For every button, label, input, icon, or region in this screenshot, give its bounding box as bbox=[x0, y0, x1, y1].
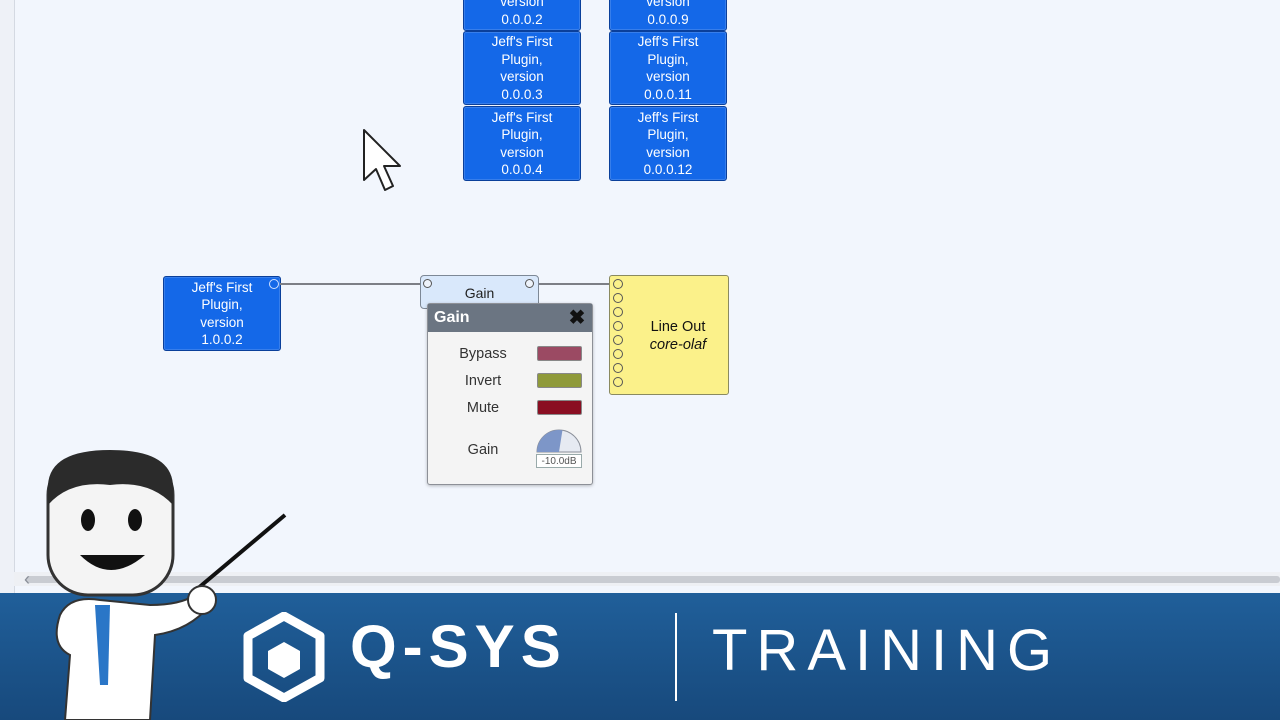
line-out-title: Line Out bbox=[650, 319, 706, 335]
plugin-label: Jeff's First Plugin, version 0.0.0.3 bbox=[491, 34, 553, 102]
output-pin[interactable] bbox=[525, 279, 534, 288]
left-rail bbox=[0, 0, 15, 593]
mute-label: Mute bbox=[466, 400, 500, 416]
wire[interactable] bbox=[534, 283, 618, 285]
plugin-block[interactable]: Jeff's First Plugin, version 0.0.0.12 bbox=[609, 106, 727, 181]
input-pin[interactable] bbox=[613, 363, 623, 373]
input-pin[interactable] bbox=[613, 307, 623, 317]
line-out-core-name: core-olaf bbox=[649, 337, 707, 353]
banner-section-title: TRAINING bbox=[712, 618, 1062, 683]
gain-label: Gain bbox=[467, 442, 499, 458]
plugin-label: Jeff's First Plugin, version 0.0.0.4 bbox=[491, 109, 553, 178]
mascot-illustration bbox=[46, 450, 287, 720]
source-plugin-block[interactable]: Jeff's First Plugin, version 1.0.0.2 bbox=[163, 276, 281, 351]
wire[interactable] bbox=[280, 283, 426, 285]
q-sys-logo-icon bbox=[243, 612, 325, 702]
plugin-block[interactable]: Jeff's First Plugin, version 0.0.0.3 bbox=[463, 31, 581, 105]
banner-divider bbox=[675, 613, 677, 701]
plugin-block[interactable]: version 0.0.0.2 bbox=[463, 0, 581, 31]
input-pin[interactable] bbox=[613, 349, 623, 359]
plugin-label: Jeff's First Plugin, version 1.0.0.2 bbox=[191, 279, 253, 348]
invert-button[interactable] bbox=[537, 373, 582, 388]
input-pin[interactable] bbox=[423, 279, 432, 288]
panel-title: Gain bbox=[434, 309, 470, 326]
invert-label: Invert bbox=[464, 373, 502, 389]
plugin-block[interactable]: version 0.0.0.9 bbox=[609, 0, 727, 31]
design-canvas[interactable]: version 0.0.0.2 Jeff's First Plugin, ver… bbox=[0, 0, 1280, 593]
gain-knob[interactable] bbox=[534, 426, 584, 472]
plugin-block[interactable]: Jeff's First Plugin, version 0.0.0.4 bbox=[463, 106, 581, 181]
bypass-button[interactable] bbox=[537, 346, 582, 361]
plugin-label: Jeff's First Plugin, version 0.0.0.12 bbox=[637, 109, 699, 178]
gain-block-label: Gain bbox=[464, 285, 495, 301]
plugin-label: version 0.0.0.9 bbox=[646, 0, 690, 27]
scrollbar-thumb[interactable] bbox=[26, 576, 1280, 583]
input-pin[interactable] bbox=[613, 335, 623, 345]
brand-name: Q-SYS bbox=[350, 613, 567, 680]
input-pin[interactable] bbox=[613, 279, 623, 289]
gain-value-readout: -10.0dB bbox=[536, 454, 582, 468]
output-pin[interactable] bbox=[269, 279, 279, 289]
mute-button[interactable] bbox=[537, 400, 582, 415]
close-icon[interactable]: ✖ bbox=[568, 307, 586, 329]
training-banner bbox=[0, 593, 1280, 720]
line-out-block[interactable]: Line Out core-olaf bbox=[609, 275, 729, 395]
plugin-label: version 0.0.0.2 bbox=[500, 0, 544, 27]
bypass-label: Bypass bbox=[459, 346, 507, 362]
input-pin[interactable] bbox=[613, 293, 623, 303]
arrow-cursor-icon bbox=[363, 129, 401, 191]
gain-control-panel: Gain ✖ Bypass Invert Mute Gain -10.0dB bbox=[427, 303, 593, 485]
input-pin[interactable] bbox=[613, 321, 623, 331]
plugin-label: Jeff's First Plugin, version 0.0.0.11 bbox=[637, 34, 699, 102]
scroll-left-icon[interactable]: ‹ bbox=[24, 569, 30, 589]
plugin-block[interactable]: Jeff's First Plugin, version 0.0.0.11 bbox=[609, 31, 727, 105]
panel-header[interactable]: Gain ✖ bbox=[428, 304, 592, 332]
input-pin[interactable] bbox=[613, 377, 623, 387]
